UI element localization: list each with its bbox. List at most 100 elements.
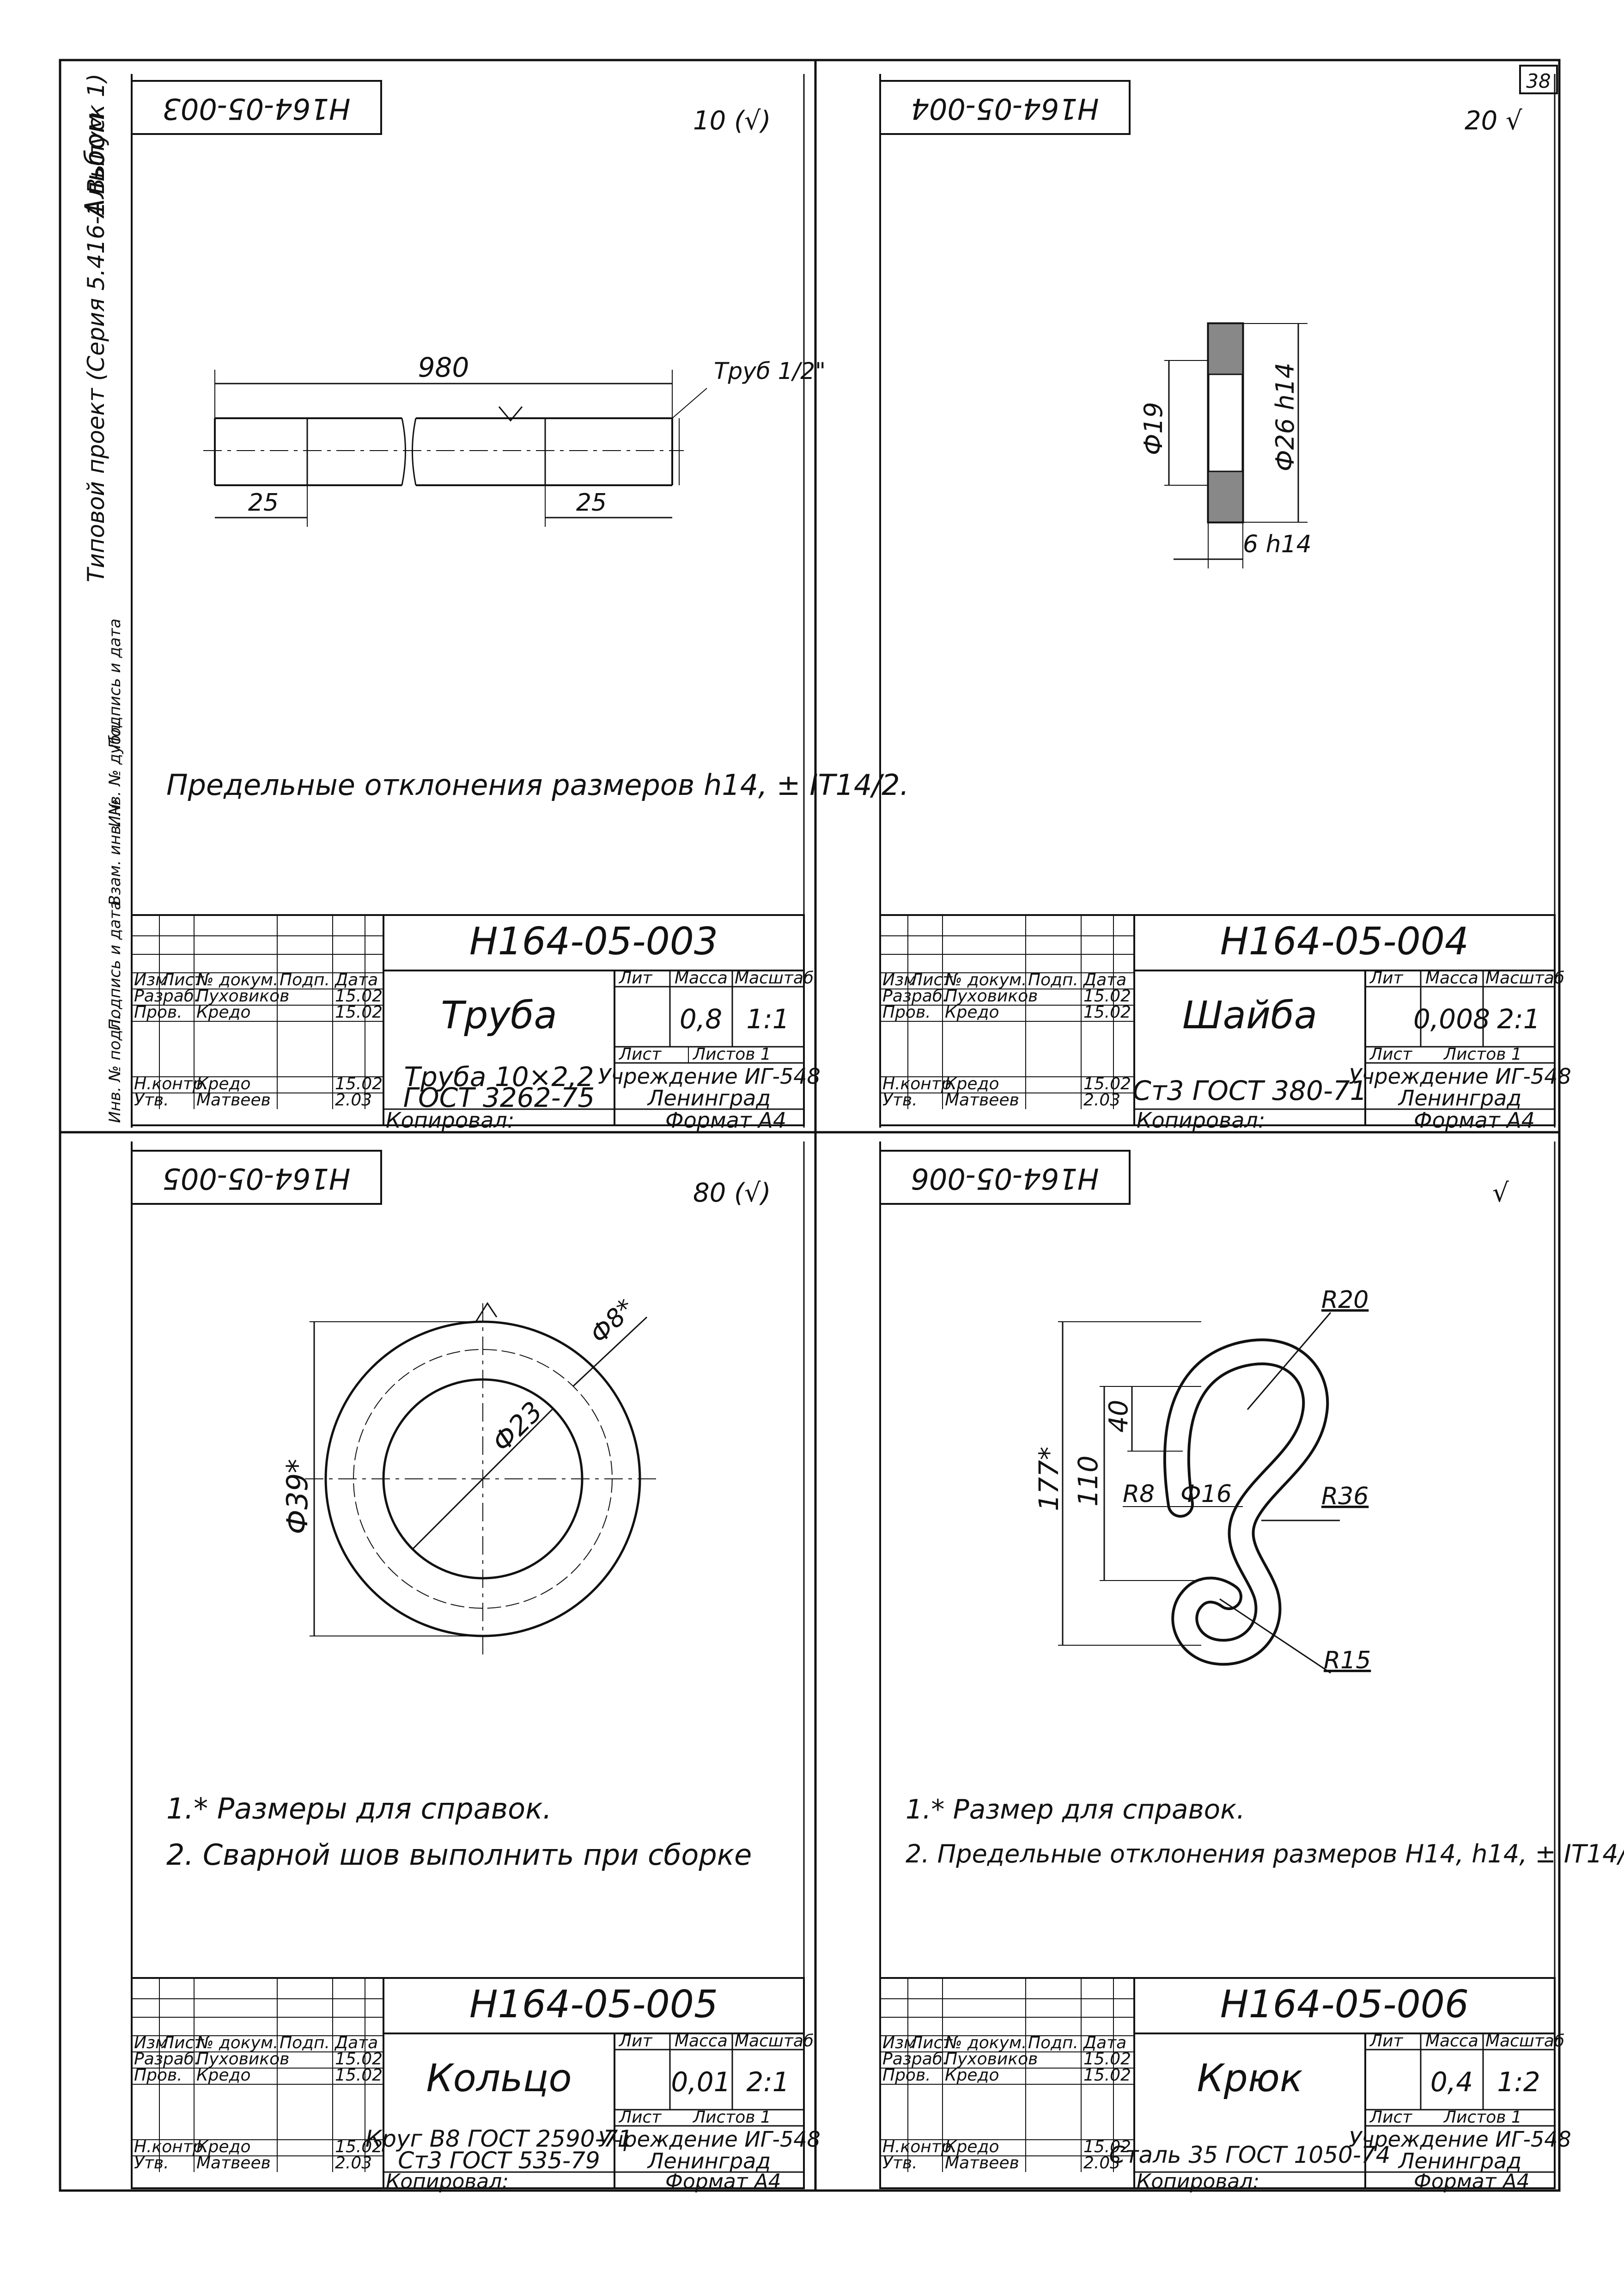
razrab-date: 15.02: [1083, 987, 1131, 1006]
utv-date: 2.03: [1083, 1091, 1120, 1110]
lbl-prov: Пров.: [882, 1003, 931, 1022]
lbl-format: Формат А4: [665, 1108, 786, 1133]
lbl-nkontr: Н.контр.: [882, 2137, 957, 2156]
lbl-masshtab: Масштаб: [735, 969, 814, 988]
lbl-format: Формат А4: [665, 2170, 781, 2193]
lbl-list-field: Лист: [1369, 2108, 1412, 2127]
lbl-listov: Листов 1: [692, 2108, 771, 2127]
lbl-data: Дата: [1083, 970, 1126, 989]
prov-name: Кредо: [196, 1003, 250, 1022]
lbl-list: Лист: [161, 2033, 204, 2052]
lbl-razrab: Разраб.: [134, 987, 199, 1006]
dim-r36: R36: [1321, 1483, 1369, 1510]
razrab-name: Пуховиков: [196, 987, 289, 1006]
lbl-list-field: Лист: [618, 1045, 662, 1064]
org-name: Учреждение ИГ-548: [598, 2127, 821, 2152]
dim-end-right: 25: [576, 489, 607, 517]
lbl-prov: Пров.: [882, 2066, 931, 2085]
lbl-prov: Пров.: [134, 2066, 182, 2085]
lbl-doc: № докум.: [195, 970, 278, 989]
dim-177: 177*: [1033, 1447, 1064, 1511]
side-col-3: Взам. инв. №: [106, 799, 124, 906]
prov-date: 15.02: [1083, 1003, 1131, 1022]
stamp-box: [131, 80, 382, 135]
lbl-lit: Лит: [618, 2032, 652, 2051]
lbl-razrab: Разраб.: [882, 987, 948, 1006]
part-name: Кольцо: [426, 2057, 572, 2100]
stamp-code: Н164-05-005: [163, 1162, 351, 1196]
org-city: Ленинград: [1398, 2149, 1521, 2173]
org-name: Учреждение ИГ-548: [1349, 2127, 1571, 2152]
utv-date: 2.03: [1083, 2154, 1120, 2173]
scale-value: 2:1: [746, 2066, 789, 2098]
lbl-izm: Изм: [882, 2033, 916, 2052]
mass-value: 0,8: [680, 1003, 722, 1035]
dim-inner: Ф23: [486, 1395, 549, 1458]
note-1: 1.* Размер для справок.: [906, 1794, 1245, 1825]
dim-thickness: 6 h14: [1243, 531, 1312, 558]
album-label: Альбом: [79, 113, 110, 219]
sheet-number: 38: [1526, 70, 1551, 92]
lbl-izm: Изм: [134, 970, 168, 989]
lbl-data: Дата: [1083, 2033, 1126, 2052]
prov-date: 15.02: [1083, 2066, 1131, 2085]
doc-code: Н164-05-005: [469, 1983, 718, 2026]
mass-value: 0,008: [1413, 1003, 1490, 1035]
lbl-massa: Масса: [675, 969, 728, 988]
stamp-box: [879, 1150, 1131, 1205]
dim-end-left: 25: [248, 489, 279, 517]
lbl-razrab: Разраб.: [134, 2050, 199, 2069]
lbl-doc: № докум.: [195, 2033, 278, 2052]
nkontr-name: Кредо: [196, 1074, 250, 1093]
lbl-masshtab: Масштаб: [735, 2032, 814, 2051]
lbl-utv: Утв.: [882, 1091, 918, 1110]
mass-value: 0,01: [671, 2066, 730, 2098]
lbl-masshtab: Масштаб: [1485, 2032, 1564, 2051]
stamp-code: Н164-05-006: [911, 1162, 1099, 1196]
dim-outer: Ф26 h14: [1271, 363, 1300, 471]
lbl-utv: Утв.: [134, 2154, 169, 2173]
utv-name: Матвеев: [945, 2154, 1019, 2173]
lbl-data: Дата: [334, 2033, 378, 2052]
lbl-nkontr: Н.контр.: [882, 1074, 957, 1093]
scale-value: 2:1: [1497, 1003, 1540, 1035]
note-2: 2. Предельные отклонения размеров Н14, h…: [906, 1839, 1624, 1868]
lbl-razrab: Разраб.: [882, 2050, 948, 2069]
dim-40: 40: [1104, 1400, 1134, 1433]
org-name: Учреждение ИГ-548: [598, 1064, 821, 1089]
note-1: Предельные отклонения размеров h14, ± IT…: [166, 768, 909, 802]
material-2: Ст3 ГОСТ 535-79: [398, 2147, 600, 2174]
material-1: Круг В8 ГОСТ 2590-71: [365, 2125, 633, 2152]
lbl-utv: Утв.: [882, 2154, 918, 2173]
part-name: Труба: [441, 994, 557, 1038]
lbl-massa: Масса: [1425, 2032, 1478, 2051]
utv-name: Матвеев: [196, 1091, 271, 1110]
razrab-date: 15.02: [335, 987, 383, 1006]
lbl-massa: Масса: [675, 2032, 728, 2051]
outer-frame: [59, 59, 1561, 2192]
lbl-kopiroval: Копировал:: [1137, 2170, 1259, 2193]
part-name: Шайба: [1182, 994, 1317, 1038]
dim-length: 980: [418, 352, 469, 383]
utv-date: 2.03: [335, 2154, 372, 2173]
side-col-4: Инв. № дубл.: [106, 720, 124, 827]
lbl-doc: № докум.: [944, 970, 1027, 989]
razrab-date: 15.02: [1083, 2050, 1131, 2069]
scale-value: 1:2: [1497, 2066, 1540, 2098]
lbl-lit: Лит: [1369, 2032, 1403, 2051]
roughness-mark: √: [1492, 1178, 1509, 1208]
title-block: Изм Лист № докум. Подп. Дата Разраб. Пух…: [131, 914, 821, 1133]
note-1: 1.* Размеры для справок.: [166, 1792, 552, 1825]
nkontr-name: Кредо: [196, 2137, 250, 2156]
material-1: Ст3 ГОСТ 380-71: [1132, 1075, 1367, 1106]
org-city: Ленинград: [647, 1086, 771, 1111]
lbl-kopiroval: Копировал:: [386, 1108, 514, 1133]
nkontr-name: Кредо: [945, 1074, 999, 1093]
utv-name: Матвеев: [945, 1091, 1019, 1110]
side-col-2: Подпись и дата: [106, 900, 124, 1031]
material-1: Труба 10×2,2: [404, 1061, 594, 1093]
lbl-format: Формат А4: [1414, 2170, 1530, 2193]
razrab-name: Пуховиков: [945, 2050, 1038, 2069]
lbl-izm: Изм: [882, 970, 916, 989]
org-city: Ленинград: [647, 2149, 771, 2173]
